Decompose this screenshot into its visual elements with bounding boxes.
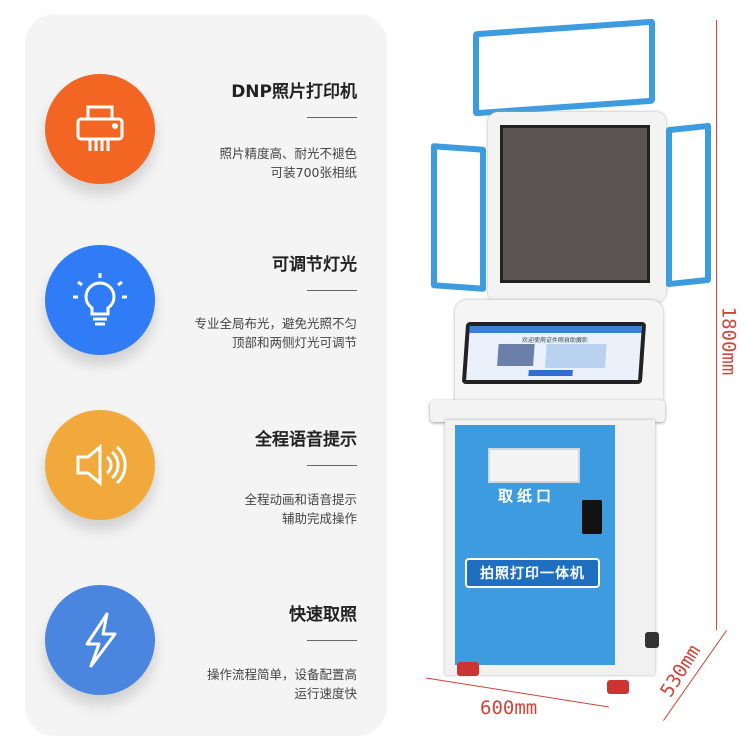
divider	[307, 290, 357, 291]
height-dimension-line	[716, 20, 717, 630]
feature-desc: 照片精度高、耐光不褪色可装700张相纸	[219, 146, 357, 180]
speaker-icon	[45, 410, 155, 520]
caster-wheel	[457, 662, 479, 676]
feature-desc: 操作流程简单，设备配置高运行速度快	[206, 667, 357, 701]
feature-lighting: 可调节灯光 专业全局布光，避免光照不匀顶部和两侧灯光可调节	[25, 232, 387, 402]
divider	[307, 117, 357, 118]
width-dimension: 600mm	[478, 697, 540, 719]
feature-title: DNP照片打印机	[231, 82, 357, 102]
printer-icon	[45, 74, 155, 184]
feature-title: 可调节灯光	[272, 255, 357, 275]
feature-printer: DNP照片打印机 照片精度高、耐光不褪色可装700张相纸	[25, 59, 387, 229]
caster-wheel	[607, 680, 629, 694]
lightning-icon	[45, 585, 155, 695]
features-panel: DNP照片打印机 照片精度高、耐光不褪色可装700张相纸 可调节灯光 专业全局布…	[25, 14, 387, 736]
feature-title: 快速取照	[289, 605, 357, 625]
feature-fast: 快速取照 操作流程简单，设备配置高运行速度快	[25, 582, 387, 752]
card-reader	[582, 500, 602, 534]
slot-label: 取纸口	[498, 487, 556, 505]
screen-welcome-text: 欢迎使用证件照自助摄影	[521, 337, 589, 344]
camera-monitor	[500, 125, 650, 283]
start-button[interactable]	[528, 370, 573, 376]
feature-desc: 全程动画和语音提示辅助完成操作	[244, 492, 357, 526]
feature-desc: 专业全局布光，避免光照不匀顶部和两侧灯光可调节	[194, 316, 357, 350]
touch-screen: 欢迎使用证件照自助摄影	[461, 322, 647, 384]
feature-voice: 全程语音提示 全程动画和语音提示辅助完成操作	[25, 407, 387, 577]
desk-ledge	[430, 400, 665, 422]
right-light-door	[666, 122, 711, 288]
divider	[307, 465, 357, 466]
height-dimension: 1800mm	[717, 306, 740, 376]
top-light-panel	[473, 18, 655, 117]
left-light-door	[431, 143, 486, 292]
product-label: 拍照打印一体机	[465, 558, 600, 588]
caster-wheel	[645, 632, 659, 648]
lightbulb-icon	[45, 245, 155, 355]
divider	[307, 640, 357, 641]
feature-title: 全程语音提示	[255, 430, 357, 450]
paper-slot	[488, 448, 580, 483]
